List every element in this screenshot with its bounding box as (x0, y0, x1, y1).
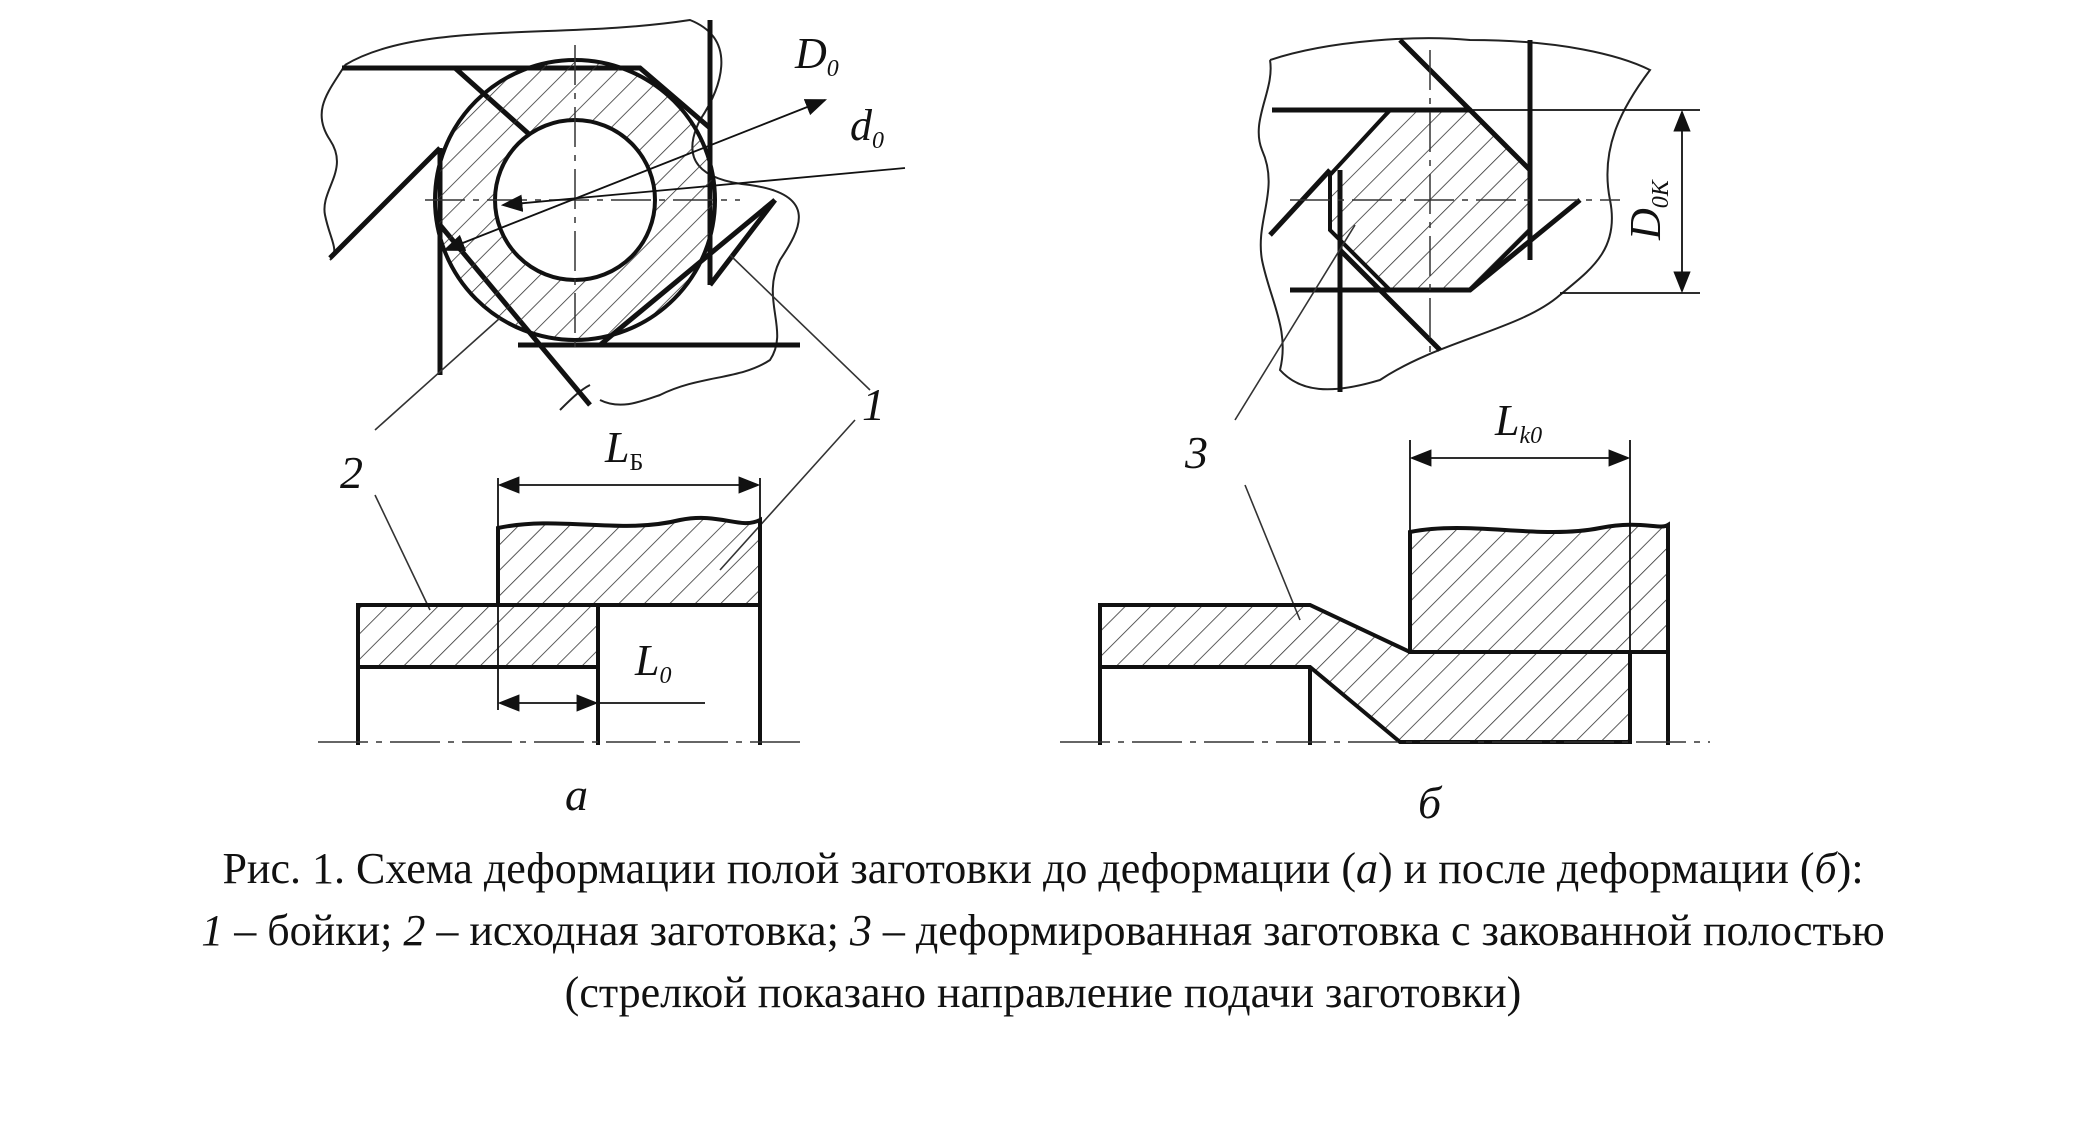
caption-num: 1 (201, 906, 224, 955)
L0-label: L (634, 636, 659, 685)
svg-text:LБ: LБ (604, 423, 643, 476)
L0-sub: 0 (659, 663, 671, 689)
D0K-sub: 0K (1648, 178, 1674, 208)
figure-b-cross-section: D0K (1257, 37, 1700, 392)
D0K-label: D (1621, 208, 1670, 241)
caption-line-1: Рис. 1. Схема деформации полой заготовки… (0, 838, 2086, 900)
blank-b (1098, 603, 1632, 744)
svg-text:D0K: D0K (1621, 178, 1674, 241)
figure-b-longitudinal: Lk0 б (1060, 396, 1710, 828)
D0-leader (442, 99, 828, 251)
caption-text: ) и после деформации ( (1378, 844, 1815, 893)
caption-num: 2 (403, 906, 426, 955)
die-break-outline-b (1257, 37, 1652, 391)
caption-ref-a: а (1356, 844, 1378, 893)
caption-line-2: 1 – бойки; 2 – исходная заготовка; 3 – д… (0, 900, 2086, 962)
caption-ref-b: б (1814, 844, 1837, 893)
Lk0-label: L (1494, 396, 1519, 445)
caption-num: 3 (849, 906, 872, 955)
caption-line-3: (стрелкой показано направление подачи за… (564, 968, 1522, 1017)
panel-letter-b: б (1418, 777, 1443, 828)
figure-a-cross-section: D0 d0 (320, 18, 906, 411)
blank-a (356, 603, 600, 669)
panel-letter-a: а (565, 769, 588, 820)
figure-caption: Рис. 1. Схема деформации полой заготовки… (0, 838, 2086, 1024)
svg-text:D0: D0 (794, 29, 839, 82)
die-a-long (496, 515, 762, 607)
d0-sub: 0 (872, 128, 884, 154)
callout-3: 3 (1184, 427, 1208, 478)
D0-label: D (794, 29, 827, 78)
callout-2: 2 (340, 447, 363, 498)
svg-text:L0: L0 (634, 636, 671, 689)
caption-text: ): (1836, 844, 1864, 893)
caption-text: Рис. 1. Схема деформации полой заготовки… (222, 844, 1356, 893)
D0-sub: 0 (827, 56, 839, 82)
LB-sub: Б (629, 450, 643, 476)
caption-text: – бойки; (223, 906, 404, 955)
d0-label: d (850, 101, 873, 150)
svg-text:Lk0: Lk0 (1494, 396, 1542, 449)
Lk0-sub: k0 (1519, 423, 1542, 449)
caption-text: – исходная заготовка; (425, 906, 850, 955)
LB-label: L (604, 423, 629, 472)
die-b-long (1408, 521, 1670, 654)
callout-1: 1 (862, 379, 885, 430)
caption-text: – деформированная заготовка с закованной… (871, 906, 1885, 955)
figure-a-longitudinal: LБ L0 а (318, 423, 800, 820)
svg-text:d0: d0 (850, 101, 884, 154)
d0-leader (500, 167, 906, 212)
